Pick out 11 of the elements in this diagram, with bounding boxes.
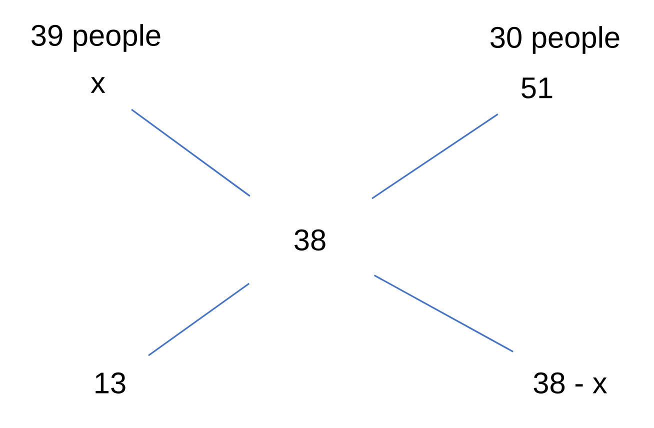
number-label: 38 - x — [534, 372, 607, 394]
number-label: x — [90, 77, 106, 93]
group-label: 39 people — [32, 24, 160, 52]
number-label: 51 — [522, 78, 552, 98]
group-label: 30 people — [490, 26, 620, 54]
connector-line — [374, 274, 514, 352]
number-label: 38 — [294, 229, 326, 251]
connector-line — [372, 114, 498, 200]
number-label: 13 — [96, 372, 126, 394]
connector-line — [148, 282, 250, 356]
connector-line — [131, 108, 250, 197]
